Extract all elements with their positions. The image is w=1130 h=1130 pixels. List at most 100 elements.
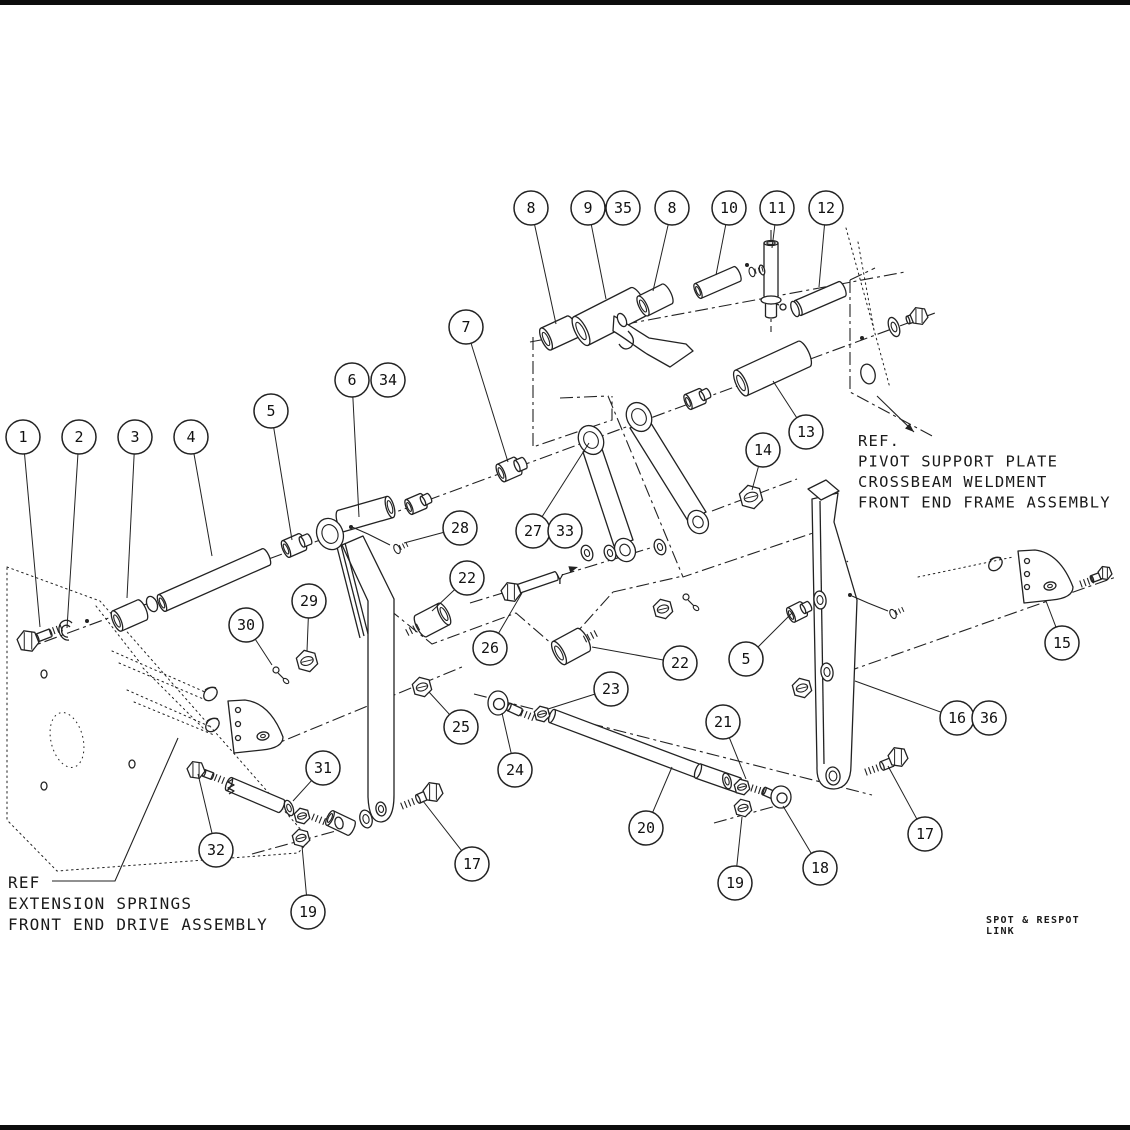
balloon-item-14: 14 xyxy=(745,432,781,491)
balloon-item-22: 22 xyxy=(591,645,698,681)
datum-label-y: Y xyxy=(556,573,564,588)
balloon-item-19: 19 xyxy=(290,845,326,930)
balloon-number: 1 xyxy=(18,428,27,446)
balloon-number: 29 xyxy=(300,592,318,610)
balloon-number: 15 xyxy=(1053,634,1071,652)
balloon-leader-line xyxy=(541,442,590,517)
balloon-item-4: 4 xyxy=(173,419,213,557)
hidden-reference-lines xyxy=(6,227,1014,872)
balloon-item-10: 10 xyxy=(711,190,747,276)
balloon-leader-line xyxy=(428,691,450,715)
balloon-leader-line xyxy=(818,224,825,288)
balloon-number: 31 xyxy=(314,759,332,777)
balloon-leader-line xyxy=(498,592,523,634)
balloon-number: 35 xyxy=(614,199,632,217)
balloon-leader-line xyxy=(887,765,918,820)
balloon-item-20: 20 xyxy=(628,766,673,846)
balloon-number: 24 xyxy=(506,761,524,779)
balloon-item-36: 36 xyxy=(971,700,1007,736)
balloon-leader-line xyxy=(534,224,557,325)
balloon-leader-line xyxy=(652,766,673,813)
balloon-leader-line xyxy=(772,380,798,418)
balloon-number: 11 xyxy=(768,199,786,217)
balloon-leader-line xyxy=(292,780,312,802)
balloon-leader-line xyxy=(66,453,79,629)
balloon-number: 6 xyxy=(347,371,356,389)
balloon-item-15: 15 xyxy=(1044,600,1080,661)
balloon-item-26: 26 xyxy=(472,592,523,666)
balloon-leader-line xyxy=(1045,600,1057,628)
note-line-ref-springs: FRONT END DRIVE ASSEMBLY xyxy=(8,915,268,934)
balloon-item-17: 17 xyxy=(422,800,490,882)
balloon-leader-line xyxy=(301,845,307,896)
balloon-item-34: 34 xyxy=(370,362,406,398)
balloon-number: 32 xyxy=(207,841,225,859)
balloon-number: 5 xyxy=(741,650,750,668)
balloon-item-27: 27 xyxy=(515,442,590,549)
balloon-number: 19 xyxy=(299,903,317,921)
balloon-leader-line xyxy=(771,224,776,249)
balloon-leader-line xyxy=(352,396,360,518)
balloon-item-31: 31 xyxy=(292,750,341,802)
note-line-ref-pivot: REF. xyxy=(858,432,900,450)
balloon-number: 23 xyxy=(602,680,620,698)
balloon-item-19: 19 xyxy=(717,816,753,901)
balloon-item-30: 30 xyxy=(228,607,273,666)
balloon-number: 36 xyxy=(980,709,998,727)
balloon-number: 8 xyxy=(526,199,535,217)
balloon-item-17: 17 xyxy=(887,765,943,852)
balloon-number: 3 xyxy=(130,428,139,446)
balloon-number: 13 xyxy=(797,423,815,441)
balloon-item-29: 29 xyxy=(291,583,327,652)
balloon-item-9: 9 xyxy=(570,190,607,300)
balloon-number: 25 xyxy=(452,718,470,736)
balloon-number: 21 xyxy=(714,713,732,731)
balloon-item-5: 5 xyxy=(253,393,293,541)
balloon-leader-line xyxy=(431,589,455,612)
balloon-leader-line xyxy=(193,453,213,557)
note-line-spot-respot: LINK xyxy=(986,926,1015,937)
balloon-item-23: 23 xyxy=(547,671,629,710)
balloon-item-8: 8 xyxy=(652,190,690,292)
balloon-number: 9 xyxy=(583,199,592,217)
balloon-number: 22 xyxy=(671,654,689,672)
balloon-leader-line xyxy=(24,453,41,628)
balloon-number: 28 xyxy=(451,519,469,537)
balloon-leader-line xyxy=(590,224,607,300)
balloon-item-7: 7 xyxy=(448,309,509,463)
balloon-item-33: 33 xyxy=(547,513,583,549)
balloon-item-32: 32 xyxy=(197,773,234,868)
balloon-leader-line xyxy=(715,224,727,276)
balloon-leader-line xyxy=(470,343,509,463)
balloon-item-5: 5 xyxy=(728,611,794,677)
balloon-number: 20 xyxy=(637,819,655,837)
balloon-leader-line xyxy=(751,466,759,491)
balloon-leader-line xyxy=(306,617,309,652)
balloon-number: 17 xyxy=(916,825,934,843)
balloon-number: 12 xyxy=(817,199,835,217)
balloon-leader-line xyxy=(757,611,794,648)
balloon-number: 16 xyxy=(948,709,966,727)
balloon-number: 34 xyxy=(379,371,397,389)
balloon-item-1: 1 xyxy=(5,419,41,628)
balloon-leader-line xyxy=(728,737,747,780)
balloon-leader-line xyxy=(547,693,595,710)
balloon-leader-line xyxy=(854,680,942,713)
balloon-number: 26 xyxy=(481,639,499,657)
note-line-ref-springs: REF xyxy=(8,873,41,892)
balloon-number: 8 xyxy=(667,199,676,217)
balloon-leader-line xyxy=(591,646,664,661)
balloon-number: 2 xyxy=(74,428,83,446)
balloon-number: 30 xyxy=(237,616,255,634)
note-line-ref-pivot: FRONT END FRAME ASSEMBLY xyxy=(858,494,1111,512)
balloon-leader-line xyxy=(403,531,444,544)
balloon-number: 22 xyxy=(458,569,476,587)
balloon-number: 27 xyxy=(524,522,542,540)
balloon-leader-line xyxy=(652,224,669,292)
balloon-item-3: 3 xyxy=(117,419,153,599)
balloon-number: 33 xyxy=(556,522,574,540)
note-line-ref-pivot: PIVOT SUPPORT PLATE xyxy=(858,453,1058,471)
